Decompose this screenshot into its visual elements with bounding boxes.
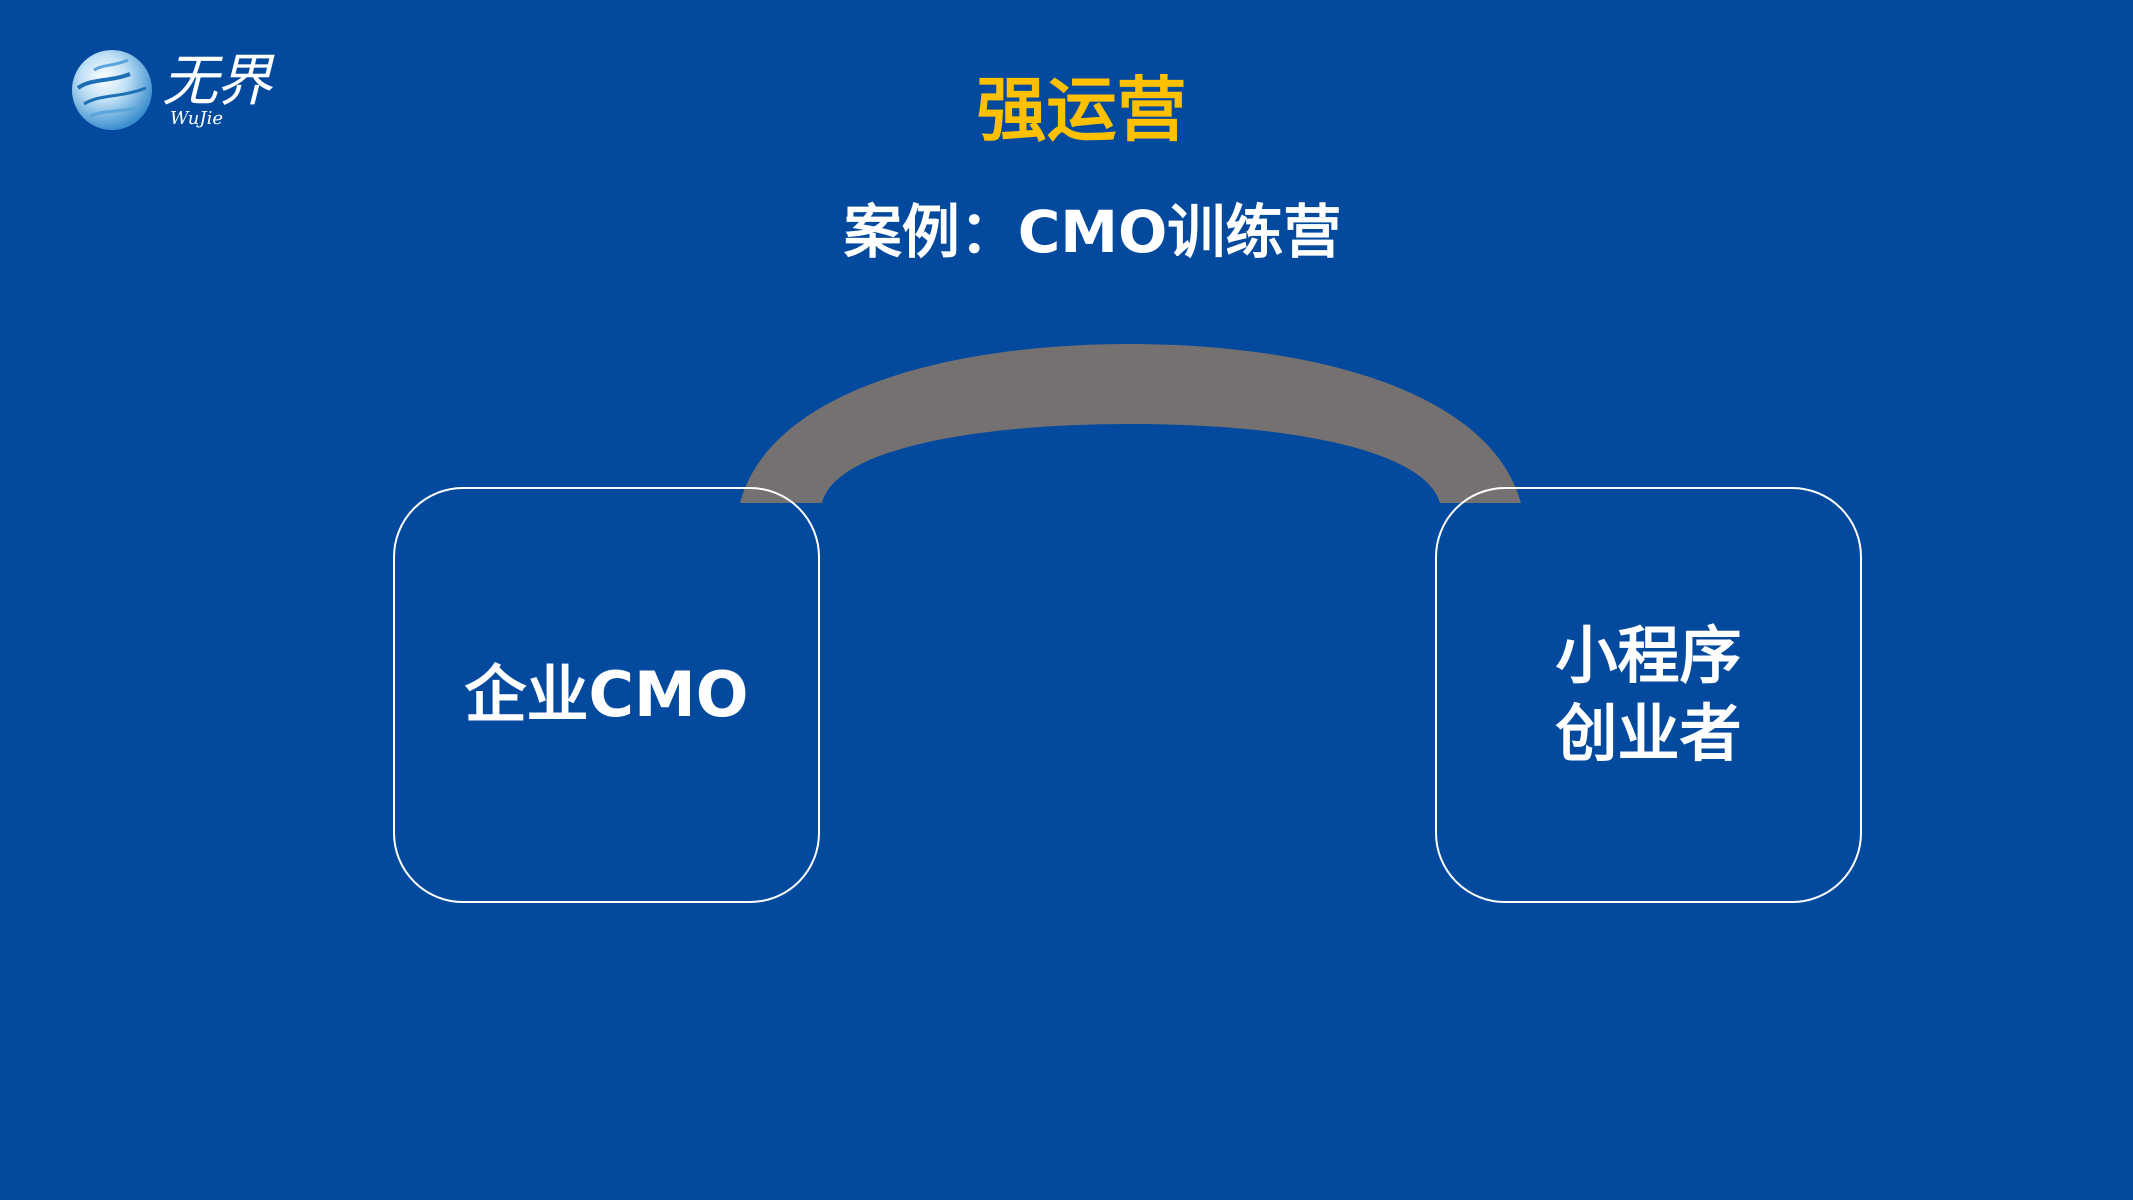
bridge-arc (740, 344, 1521, 503)
logo-subtext: WuJie (170, 108, 223, 129)
node-enterprise-cmo: 企业CMO (393, 487, 820, 903)
wujie-logo: 无界 WuJie (70, 48, 280, 138)
globe-icon (72, 50, 152, 130)
logo-wordmark: 无界 (162, 49, 272, 114)
node-enterprise-cmo-label: 企业CMO (464, 658, 749, 731)
slide-subtitle: 案例：CMO训练营 (843, 198, 1342, 266)
node-mini-program-founder: 小程序 创业者 (1435, 487, 1862, 903)
slide-title: 强运营 (976, 69, 1187, 151)
node-mini-program-founder-label: 小程序 创业者 (1555, 619, 1742, 770)
